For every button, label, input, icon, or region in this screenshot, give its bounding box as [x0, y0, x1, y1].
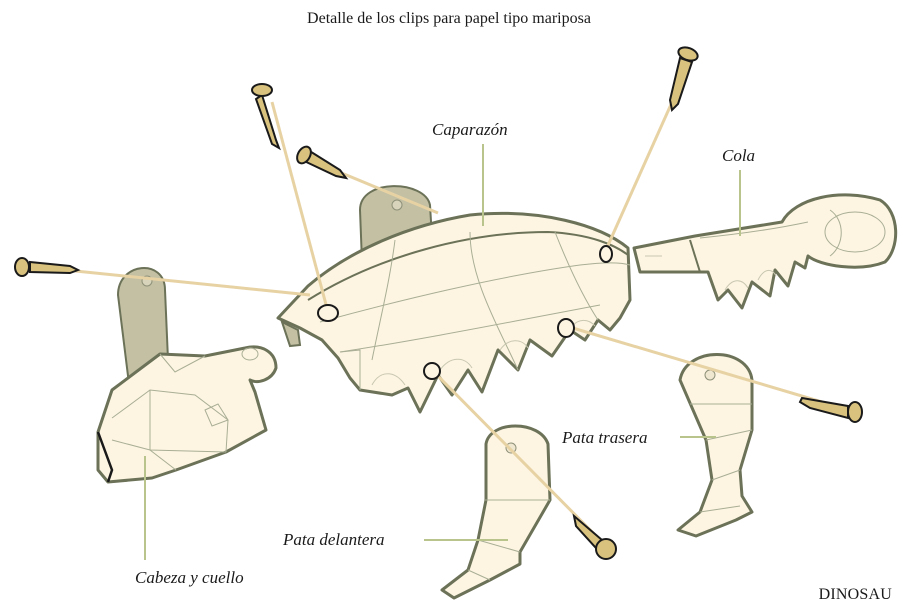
pin-shell-tab — [294, 144, 346, 178]
front-leg-part — [442, 426, 550, 598]
tail-part — [634, 195, 896, 308]
head-neck-part — [98, 347, 276, 482]
label-front-leg: Pata delantera — [283, 530, 385, 550]
hind-leg-part — [678, 355, 752, 537]
footer-text: DINOSAU — [819, 586, 892, 604]
pin-hind-leg — [800, 398, 862, 422]
pin-left — [15, 258, 78, 276]
label-head-neck: Cabeza y cuello — [135, 568, 244, 588]
label-shell: Caparazón — [432, 120, 508, 140]
label-hind-leg: Pata trasera — [562, 428, 647, 448]
pin-front-leg — [574, 516, 616, 559]
pin-top-right — [670, 45, 699, 110]
label-tail: Cola — [722, 146, 755, 166]
